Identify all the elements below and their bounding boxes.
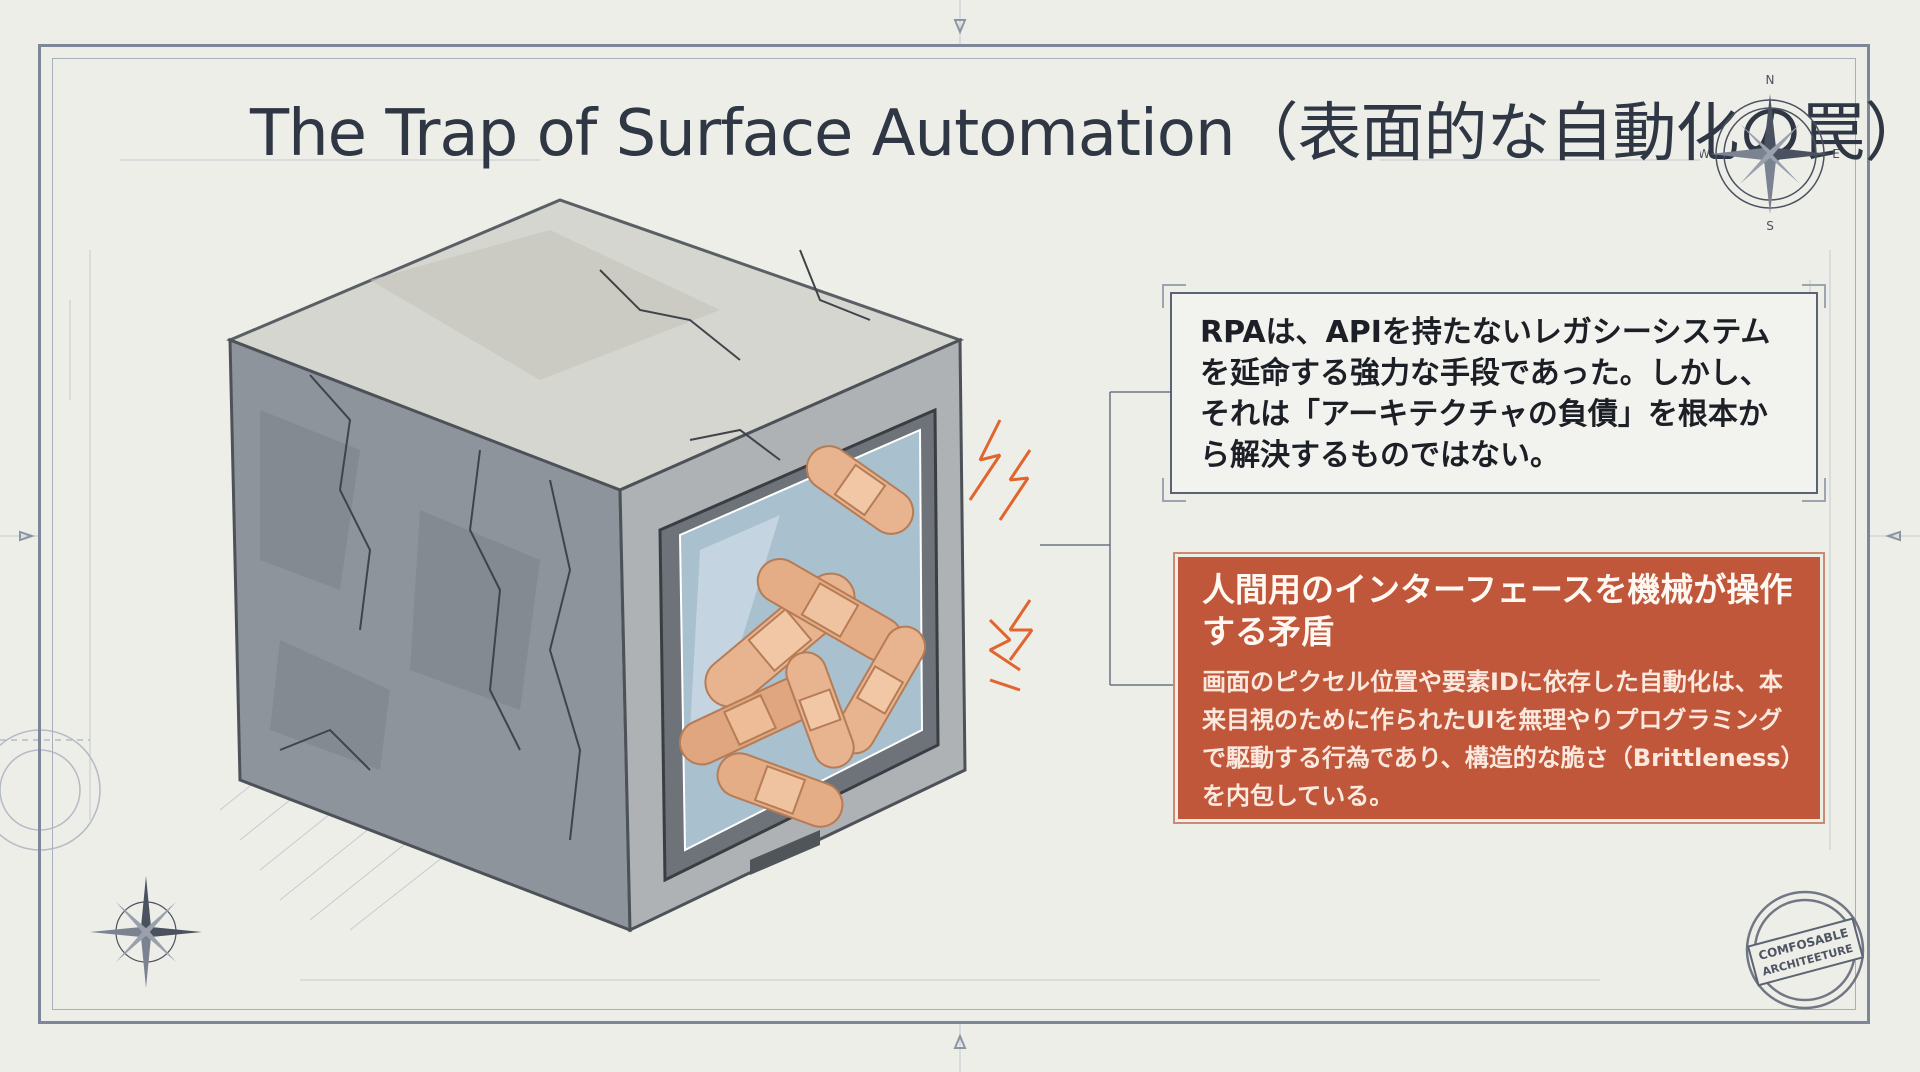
architecture-stamp: COMFOSABLE ARCHITEETURE (1745, 890, 1865, 1010)
connector-lines (1040, 391, 1190, 686)
slide-title: The Trap of Surface Automation（表面的な自動化の罠… (250, 97, 1920, 171)
compass-rose-icon: N S E W (1700, 73, 1840, 232)
callout-rpa-text: RPAは、APIを持たないレガシーシステムを延命する強力な手段であった。しかし、… (1200, 315, 1771, 473)
corner-bracket (1802, 478, 1826, 502)
outer-frame (38, 44, 1870, 1024)
callout-contradiction-heading: 人間用のインターフェースを機械が操作する矛盾 (1202, 570, 1793, 651)
callout-contradiction: 人間用のインターフェースを機械が操作する矛盾 画面のピクセル位置や要素IDに依存… (1178, 557, 1820, 819)
concrete-cube-illustration (220, 198, 1034, 933)
corner-bracket (1802, 284, 1826, 308)
compass-n-label: N (1766, 73, 1775, 87)
callout-rpa-summary: RPAは、APIを持たないレガシーシステムを延命する強力な手段であった。しかし、… (1162, 284, 1826, 502)
compass-star-icon (90, 876, 202, 988)
corner-bracket (1162, 478, 1186, 502)
compass-w-label: W (1700, 147, 1710, 161)
callout-contradiction-body: 画面のピクセル位置や要素IDに依存した自動化は、本来目視のために作られたUIを無… (1202, 668, 1793, 810)
compass-e-label: E (1832, 147, 1840, 161)
inner-frame (52, 58, 1856, 1010)
compass-s-label: S (1766, 219, 1774, 232)
corner-bracket (1162, 284, 1186, 308)
